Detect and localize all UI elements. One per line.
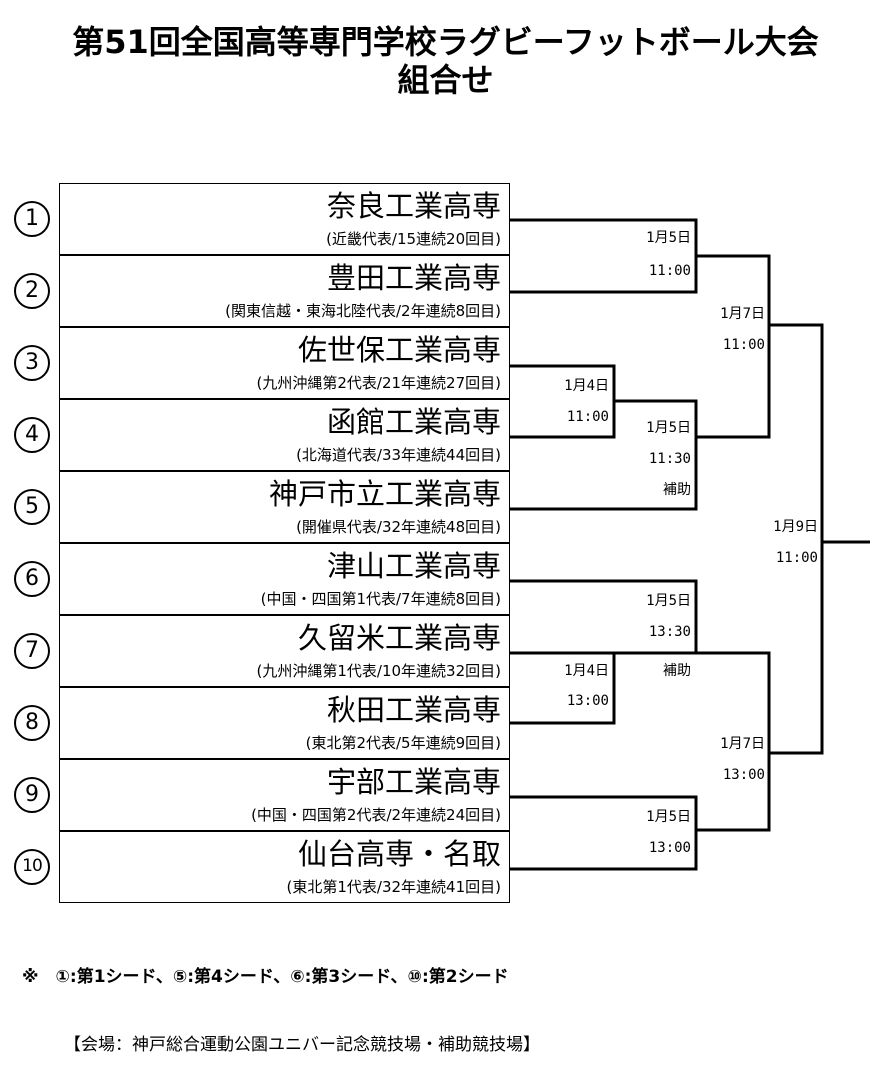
seed-number-8: 8 [14, 705, 50, 741]
team-name: 豊田工業高専 [326, 261, 501, 295]
team-box-2: 豊田工業高専 (関東信越・東海北陸代表/2年連続8回目) [59, 255, 510, 327]
team-name: 奈良工業高専 [326, 189, 501, 223]
team-qualification: (開催県代表/32年連続48回目) [296, 518, 501, 536]
seed-note: ※ ①:第1シード、⑤:第4シード、⑥:第3シード、⑩:第2シード [22, 967, 509, 987]
match-qf-top-time: 11:30 [648, 451, 691, 467]
match-r1-top-date: 1月4日 [564, 378, 609, 394]
match-r1-bottom-date: 1月4日 [564, 663, 609, 679]
seed-number-2: 2 [14, 273, 50, 309]
seed-number-10: 10 [14, 849, 50, 885]
bracket-final [769, 323, 824, 755]
match-r1-top-time: 11:00 [566, 409, 609, 425]
match-sf-top-date: 1月7日 [720, 306, 765, 322]
team-box-10: 仙台高専・名取 (東北第1代表/32年連続41回目) [59, 831, 510, 903]
team-qualification: (九州沖縄第1代表/10年連続32回目) [256, 662, 501, 680]
bracket-qf-9-10 [510, 795, 698, 871]
match-sf-top-time: 11:00 [722, 337, 765, 353]
bracket-sf-bottom [696, 651, 771, 832]
team-name: 神戸市立工業高専 [268, 477, 501, 511]
bracket-qf-top [510, 399, 698, 511]
match-r1-bottom-time: 13:00 [566, 693, 609, 709]
match-qf-1-2-time: 11:00 [648, 263, 691, 279]
match-qf-bottom-field: 補助 [663, 663, 691, 679]
team-qualification: (九州沖縄第2代表/21年連続27回目) [256, 374, 501, 392]
team-name: 宇部工業高専 [326, 765, 501, 799]
team-qualification: (北海道代表/33年連続44回目) [296, 446, 501, 464]
match-qf-bottom-time: 13:30 [648, 624, 691, 640]
match-final-date: 1月9日 [773, 519, 818, 535]
team-name: 秋田工業高専 [326, 693, 501, 727]
bracket-sf-top [696, 254, 771, 439]
seed-number-6: 6 [14, 561, 50, 597]
team-qualification: (中国・四国第1代表/7年連続8回目) [260, 590, 501, 608]
venue-text: 【会場：神戸総合運動公園ユニバー記念競技場・補助競技場】 [64, 1035, 540, 1055]
team-box-4: 函館工業高専 (北海道代表/33年連続44回目) [59, 399, 510, 471]
team-box-8: 秋田工業高専 (東北第2代表/5年連続9回目) [59, 687, 510, 759]
seed-number-9: 9 [14, 777, 50, 813]
seed-number-1: 1 [14, 201, 50, 237]
tournament-title: 第51回全国高等専門学校ラグビーフットボール大会 [72, 23, 819, 61]
match-qf-9-10-time: 13:00 [648, 840, 691, 856]
match-qf-top-date: 1月5日 [646, 420, 691, 436]
team-box-3: 佐世保工業高専 (九州沖縄第2代表/21年連続27回目) [59, 327, 510, 399]
bracket-r1-7-8 [510, 651, 616, 725]
team-box-1: 奈良工業高専 (近畿代表/15連続20回目) [59, 183, 510, 255]
team-qualification: (中国・四国第2代表/2年連続24回目) [251, 806, 501, 824]
seed-number-5: 5 [14, 489, 50, 525]
match-sf-bottom-time: 13:00 [722, 767, 765, 783]
team-box-5: 神戸市立工業高専 (開催県代表/32年連続48回目) [59, 471, 510, 543]
match-sf-bottom-date: 1月7日 [720, 736, 765, 752]
team-box-6: 津山工業高専 (中国・四国第1代表/7年連続8回目) [59, 543, 510, 615]
team-qualification: (関東信越・東海北陸代表/2年連続8回目) [225, 302, 501, 320]
seed-number-7: 7 [14, 633, 50, 669]
seed-number-4: 4 [14, 417, 50, 453]
team-qualification: (東北第1代表/32年連続41回目) [286, 878, 501, 896]
team-qualification: (東北第2代表/5年連続9回目) [305, 734, 501, 752]
team-name: 函館工業高専 [326, 405, 501, 439]
match-qf-9-10-date: 1月5日 [646, 809, 691, 825]
team-name: 仙台高専・名取 [297, 837, 501, 871]
match-qf-top-field: 補助 [663, 482, 691, 498]
team-name: 佐世保工業高専 [297, 333, 501, 367]
tournament-subtitle: 組合せ [397, 61, 494, 99]
team-box-7: 久留米工業高専 (九州沖縄第1代表/10年連続32回目) [59, 615, 510, 687]
seed-number-3: 3 [14, 345, 50, 381]
match-final-time: 11:00 [775, 550, 818, 566]
match-qf-1-2-date: 1月5日 [646, 230, 691, 246]
match-qf-bottom-date: 1月5日 [646, 593, 691, 609]
team-name: 津山工業高専 [326, 549, 501, 583]
bracket-qf-bottom [510, 579, 698, 655]
team-qualification: (近畿代表/15連続20回目) [326, 230, 501, 248]
team-box-9: 宇部工業高専 (中国・四国第2代表/2年連続24回目) [59, 759, 510, 831]
team-name: 久留米工業高専 [297, 621, 501, 655]
